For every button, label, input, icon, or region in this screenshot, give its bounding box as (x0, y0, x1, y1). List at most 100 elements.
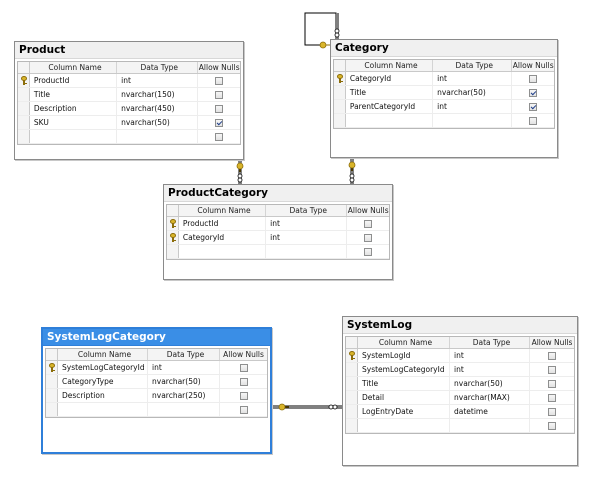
column-row[interactable] (167, 245, 389, 259)
column-name-cell[interactable]: ParentCategoryId (346, 100, 434, 113)
column-name-cell[interactable]: SKU (30, 116, 118, 129)
column-grid[interactable]: Column Name Data Type Allow Nulls Produc… (166, 204, 390, 260)
allow-nulls-checkbox[interactable] (548, 407, 556, 416)
row-selector[interactable] (334, 100, 346, 113)
systemlogcategory-systemlog-relationship[interactable] (272, 405, 342, 409)
data-type-cell[interactable]: nvarchar(250) (148, 389, 220, 402)
row-selector[interactable] (334, 86, 346, 99)
allow-nulls-checkbox[interactable] (239, 377, 248, 386)
allow-nulls-checkbox[interactable] (548, 421, 556, 430)
column-name-cell[interactable] (58, 403, 148, 416)
column-grid[interactable]: Column Name Data Type Allow Nulls System… (45, 348, 268, 418)
allow-nulls-checkbox[interactable] (548, 379, 556, 388)
data-type-cell[interactable] (450, 419, 530, 432)
product-table[interactable]: Product Column Name Data Type Allow Null… (14, 41, 244, 160)
row-selector[interactable] (334, 72, 346, 85)
data-type-cell[interactable]: int (266, 217, 348, 230)
column-name-cell[interactable]: ProductId (30, 74, 118, 87)
column-name-cell[interactable]: Title (30, 88, 118, 101)
systemlog-table[interactable]: SystemLog Column Name Data Type Allow Nu… (342, 316, 578, 466)
column-name-cell[interactable]: LogEntryDate (358, 405, 450, 418)
row-selector[interactable] (346, 419, 358, 432)
data-type-cell[interactable]: nvarchar(50) (117, 116, 199, 129)
row-selector[interactable] (346, 405, 358, 418)
allow-nulls-checkbox[interactable] (548, 351, 556, 360)
allow-nulls-checkbox[interactable] (215, 132, 224, 141)
column-row[interactable] (346, 419, 574, 433)
row-selector[interactable] (18, 102, 30, 115)
row-selector[interactable] (346, 349, 358, 362)
allow-nulls-checkbox[interactable] (215, 76, 224, 85)
column-name-cell[interactable]: Description (58, 389, 148, 402)
allow-nulls-checkbox[interactable] (529, 102, 538, 111)
data-type-cell[interactable]: nvarchar(50) (433, 86, 513, 99)
allow-nulls-checkbox[interactable] (215, 104, 224, 113)
column-name-cell[interactable]: Description (30, 102, 118, 115)
allow-nulls-checkbox[interactable] (529, 74, 538, 83)
column-name-cell[interactable]: SystemLogId (358, 349, 450, 362)
column-name-cell[interactable] (346, 114, 434, 127)
allow-nulls-checkbox[interactable] (548, 393, 556, 402)
allow-nulls-checkbox[interactable] (215, 90, 224, 99)
data-type-cell[interactable]: nvarchar(50) (148, 375, 220, 388)
table-title[interactable]: ProductCategory (164, 185, 392, 202)
column-name-cell[interactable]: SystemLogCategoryId (58, 361, 148, 374)
data-type-cell[interactable] (117, 130, 199, 143)
column-row[interactable] (18, 130, 240, 144)
column-grid[interactable]: Column Name Data Type Allow Nulls System… (345, 336, 575, 434)
category-table[interactable]: Category Column Name Data Type Allow Nul… (330, 39, 558, 158)
data-type-cell[interactable]: int (450, 363, 530, 376)
product-productcategory-relationship[interactable] (238, 160, 242, 184)
column-name-cell[interactable]: CategoryType (58, 375, 148, 388)
allow-nulls-checkbox[interactable] (215, 118, 224, 127)
column-name-cell[interactable] (179, 245, 267, 258)
data-type-cell[interactable]: int (148, 361, 220, 374)
column-name-cell[interactable] (358, 419, 450, 432)
systemlogcategory-table[interactable]: SystemLogCategory Column Name Data Type … (41, 327, 272, 454)
row-selector[interactable] (346, 377, 358, 390)
row-selector[interactable] (46, 361, 58, 374)
data-type-cell[interactable]: int (450, 349, 530, 362)
row-selector[interactable] (334, 114, 346, 127)
table-title[interactable]: Product (15, 42, 243, 59)
allow-nulls-checkbox[interactable] (364, 219, 373, 228)
row-selector[interactable] (46, 389, 58, 402)
allow-nulls-checkbox[interactable] (239, 391, 248, 400)
data-type-cell[interactable]: int (266, 231, 348, 244)
row-selector[interactable] (18, 130, 30, 143)
data-type-cell[interactable]: int (433, 100, 513, 113)
column-name-cell[interactable]: SystemLogCategoryId (358, 363, 450, 376)
column-grid[interactable]: Column Name Data Type Allow Nulls Produc… (17, 61, 241, 145)
column-name-cell[interactable] (30, 130, 118, 143)
column-row[interactable] (46, 403, 267, 417)
table-title[interactable]: Category (331, 40, 557, 57)
column-grid[interactable]: Column Name Data Type Allow Nulls Catego… (333, 59, 555, 129)
data-type-cell[interactable]: nvarchar(50) (450, 377, 530, 390)
data-type-cell[interactable] (266, 245, 348, 258)
column-name-cell[interactable]: Detail (358, 391, 450, 404)
row-selector[interactable] (346, 363, 358, 376)
row-selector[interactable] (346, 391, 358, 404)
allow-nulls-checkbox[interactable] (364, 233, 373, 242)
row-selector[interactable] (46, 375, 58, 388)
table-title[interactable]: SystemLog (343, 317, 577, 334)
data-type-cell[interactable]: int (433, 72, 513, 85)
category-productcategory-relationship[interactable] (350, 158, 354, 184)
data-type-cell[interactable] (148, 403, 220, 416)
row-selector[interactable] (167, 245, 179, 258)
